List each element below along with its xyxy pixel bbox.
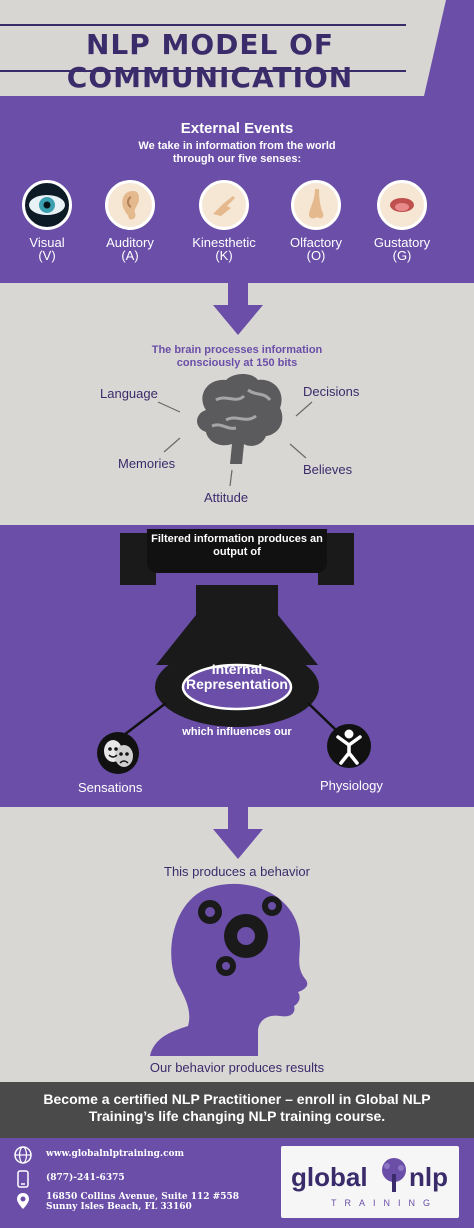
influences-text: which influences our (182, 726, 292, 738)
brain-icon (197, 374, 283, 464)
footer-address: 16850 Collins Avenue, Suite 112 #558 Sun… (14, 1192, 239, 1212)
sense-olfactory-label: Olfactory (O) (289, 235, 342, 263)
nose-icon (291, 180, 341, 230)
ear-icon (105, 180, 155, 230)
down-arrow-icon (213, 807, 263, 859)
results-text: Our behavior produces results (149, 1060, 325, 1075)
sense-olfactory: Olfactory (O) (276, 180, 356, 262)
filter-box-text: Filtered information produces an output … (147, 529, 327, 573)
phone-icon (17, 1170, 29, 1188)
address-line-2: Sunny Isles Beach, FL 33160 (46, 1202, 192, 1212)
external-events-subtitle: We take in information from the world th… (138, 140, 336, 165)
page-title: NLP MODEL OF COMMUNICATION (66, 28, 354, 94)
sense-kinesthetic-label: Kinesthetic (K) (192, 235, 256, 263)
address-line-1: 16850 Collins Avenue, Suite 112 #558 (46, 1192, 239, 1202)
sensations-label: Sensations (78, 780, 143, 795)
globe-icon (14, 1146, 32, 1164)
brain-word-language: Language (100, 386, 158, 401)
hand-icon (199, 180, 249, 230)
cta-band (0, 1082, 474, 1138)
eye-icon (22, 180, 72, 230)
tree-icon (382, 1158, 406, 1192)
sense-auditory-label: Auditory (A) (106, 235, 154, 263)
down-arrow-icon (213, 283, 263, 335)
title-divider (0, 24, 406, 26)
behavior-text: This produces a behavior (164, 864, 310, 879)
global-nlp-logo: global nlp TRAINING (281, 1146, 459, 1218)
logo-global-text: global (291, 1162, 368, 1192)
cta-text: Become a certified NLP Practitioner – en… (43, 1091, 431, 1124)
sense-kinesthetic: Kinesthetic (K) (184, 180, 264, 262)
footer-website: www.globalnlptraining.com (14, 1146, 184, 1164)
location-pin-icon (17, 1193, 29, 1209)
logo-nlp-text: nlp (409, 1162, 448, 1192)
physiology-label: Physiology (320, 778, 383, 793)
head-gears-icon (150, 883, 308, 1056)
sense-visual-label: Visual (V) (29, 235, 65, 263)
brain-word-decisions: Decisions (303, 384, 360, 399)
brain-word-memories: Memories (118, 456, 176, 471)
website-link[interactable]: www.globalnlptraining.com (46, 1149, 185, 1159)
title-divider (0, 70, 406, 72)
brain-connectors (157, 401, 313, 487)
phone-number[interactable]: (877)-241-6375 (46, 1173, 125, 1183)
theater-masks-icon (97, 732, 139, 774)
internal-representation: Internal Representation (186, 661, 288, 692)
footer-phone: (877)-241-6375 (14, 1170, 125, 1188)
sense-visual: Visual (V) (7, 180, 87, 262)
sense-auditory: Auditory (A) (90, 180, 170, 262)
sense-gustatory-label: Gustatory (G) (373, 235, 431, 263)
external-events-title: External Events (180, 120, 294, 137)
sense-gustatory: Gustatory (G) (362, 180, 442, 262)
logo-training-text: TRAINING (331, 1198, 439, 1208)
brain-intro: The brain processes information consciou… (151, 344, 323, 369)
brain-word-attitude: Attitude (204, 490, 249, 505)
brain-word-believes: Believes (303, 462, 353, 477)
person-icon (327, 724, 371, 768)
title-banner: NLP MODEL OF COMMUNICATION (0, 0, 446, 96)
mouth-icon (377, 180, 427, 230)
